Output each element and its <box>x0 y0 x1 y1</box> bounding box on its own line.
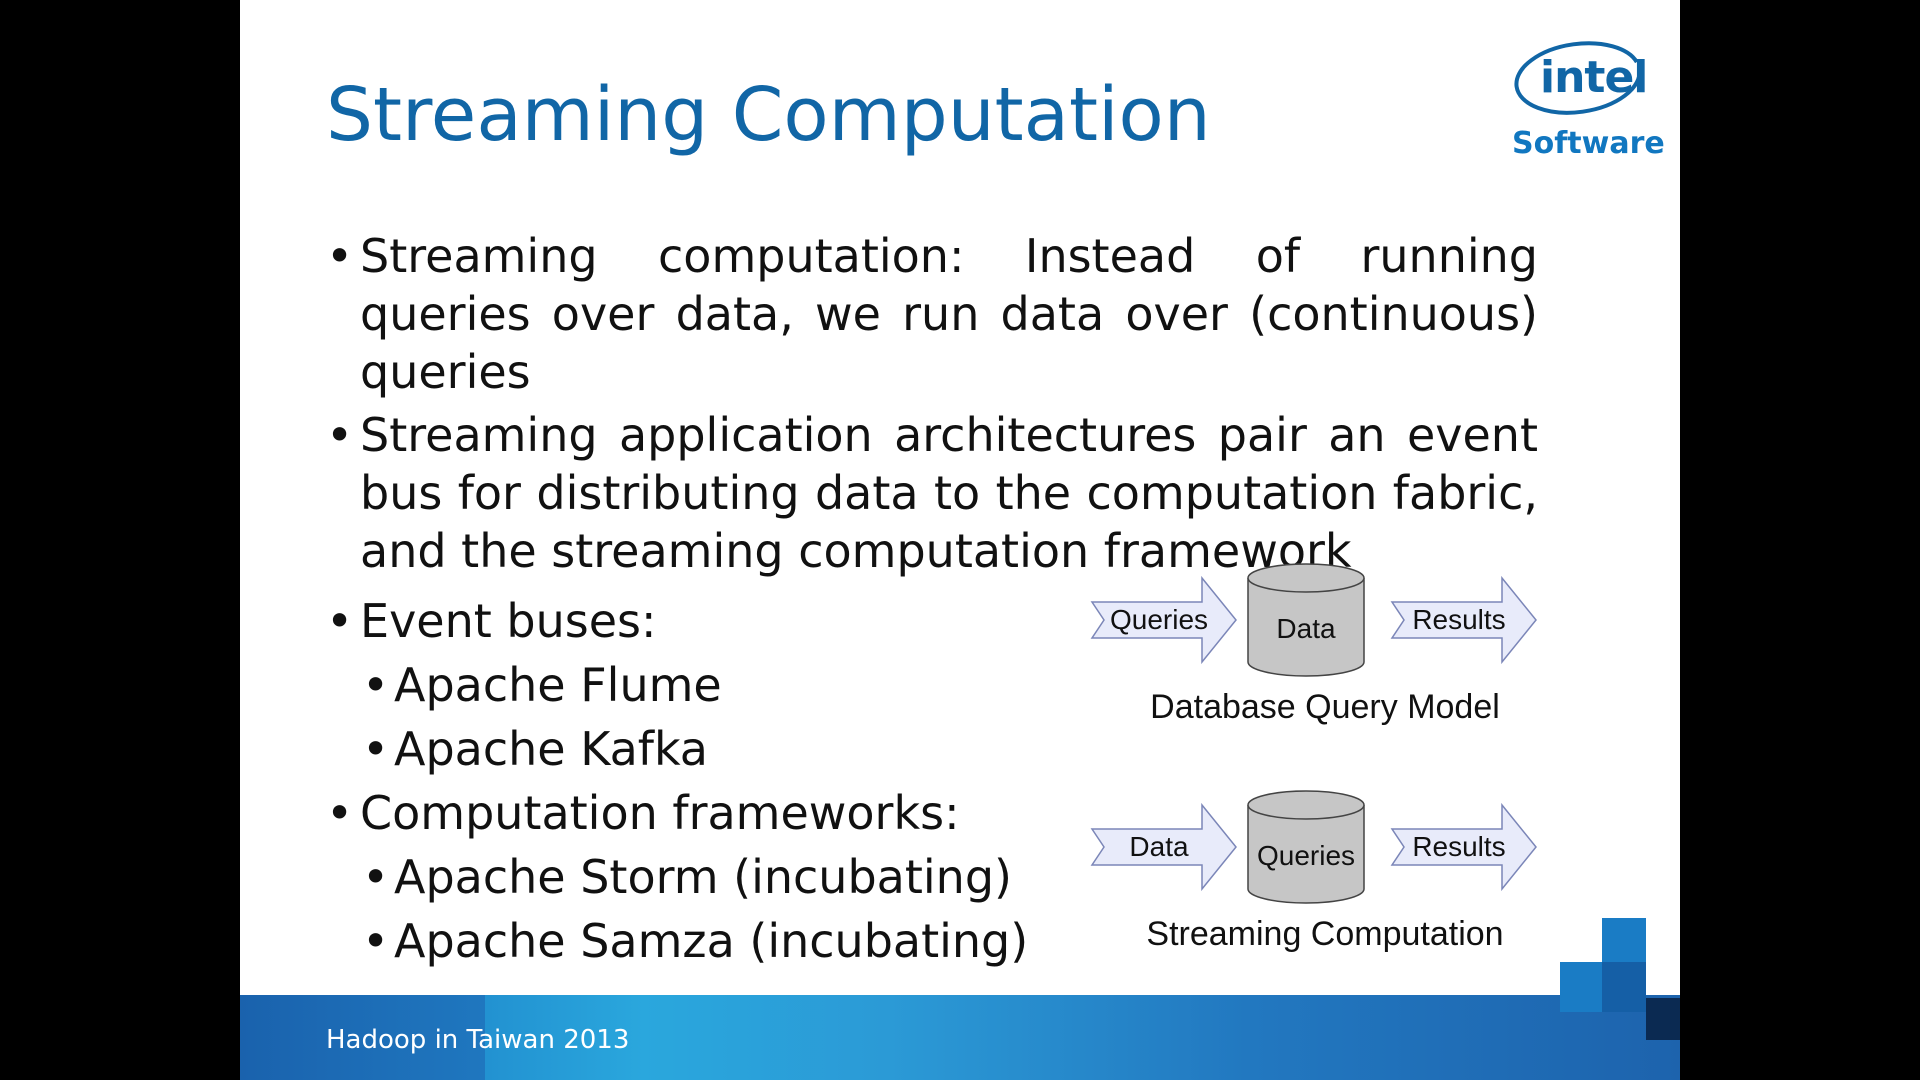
footer-dark-segment <box>240 995 485 1080</box>
store-label: Queries <box>1256 840 1356 871</box>
queries-cylinder-shape <box>1247 790 1365 904</box>
footer-text: Hadoop in Taiwan 2013 <box>326 1025 630 1055</box>
slide-title: Streaming Computation <box>326 72 1211 158</box>
output-label: Results <box>1412 831 1506 862</box>
top-bullet-list: Streaming computation: Instead of runnin… <box>326 227 1538 585</box>
sub-bullet-item: Apache Samza (incubating) <box>326 912 1086 976</box>
database-cylinder-shape <box>1247 563 1365 677</box>
corner-motif-icon <box>1560 918 1680 1040</box>
logo-subtitle: Software <box>1512 126 1665 161</box>
output-arrow-shape <box>1390 802 1537 892</box>
sub-bullet-item: Apache Flume <box>326 656 1086 720</box>
input-label: Queries <box>1109 604 1209 635</box>
bullet-item: Computation frameworks: <box>326 784 1086 848</box>
bullet-item: Event buses: <box>326 592 1086 656</box>
intel-software-logo: intel Software <box>1510 38 1665 168</box>
output-arrow-shape <box>1390 575 1537 665</box>
streaming-computation-diagram: Data Queries Results Streaming Computati… <box>1090 787 1560 957</box>
bottom-bullet-list: Event buses: Apache Flume Apache Kafka C… <box>326 592 1086 976</box>
logo-swoosh-icon <box>1514 41 1642 115</box>
footer-bar: Hadoop in Taiwan 2013 <box>240 995 1680 1080</box>
logo-wordmark: intel <box>1540 52 1648 103</box>
sub-bullet-item: Apache Storm (incubating) <box>326 848 1086 912</box>
bullet-item: Streaming computation: Instead of runnin… <box>326 227 1538 401</box>
slide: Streaming Computation intel Software Str… <box>240 0 1680 1080</box>
diagram-caption: Streaming Computation <box>1146 915 1504 953</box>
diagram-caption: Database Query Model <box>1150 688 1500 726</box>
input-label: Data <box>1129 831 1189 862</box>
database-query-model-diagram: Queries Data Results Database Query Mode… <box>1090 560 1560 730</box>
sub-bullet-item: Apache Kafka <box>326 720 1086 784</box>
store-label: Data <box>1276 613 1336 644</box>
input-arrow-shape <box>1090 802 1237 892</box>
output-label: Results <box>1412 604 1506 635</box>
input-arrow-shape <box>1090 575 1237 665</box>
bullet-item: Streaming application architectures pair… <box>326 406 1538 580</box>
